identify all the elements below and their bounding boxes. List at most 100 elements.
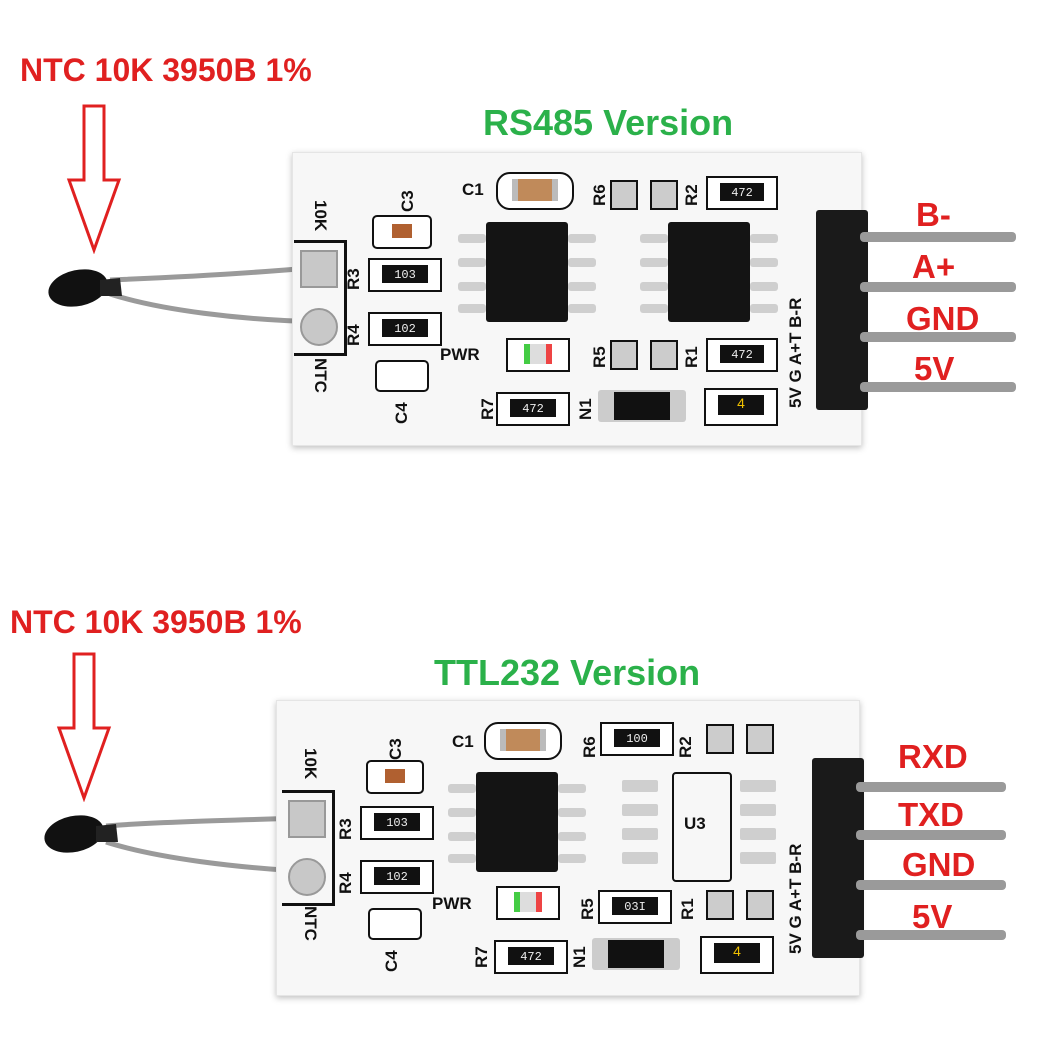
top-r1: 472 [706, 338, 778, 372]
top-pin-label-3: GND [906, 300, 980, 337]
bottom-silk-ntc: NTC [301, 906, 320, 941]
bottom-r5-code: 03I [624, 900, 646, 914]
bottom-r4: 102 [360, 860, 434, 894]
top-r3-code: 103 [394, 268, 416, 282]
top-silk-n1: N1 [576, 398, 595, 420]
top-silk-c3: C3 [398, 190, 417, 212]
bottom-r5: 03I [598, 890, 672, 924]
top-silk-r5: R5 [590, 346, 609, 368]
bottom-silk-c3: C3 [386, 738, 405, 760]
bottom-ntc-pad-2 [288, 858, 326, 896]
top-n1 [598, 390, 686, 422]
top-silk-c4: C4 [392, 402, 411, 424]
bottom-n2: 4 [700, 936, 774, 974]
bottom-silk-n1: N1 [570, 946, 589, 968]
top-pin-label-4: 5V [914, 350, 955, 387]
bottom-chip-u1-pins [448, 784, 586, 863]
top-r6-pad [610, 180, 638, 210]
top-sensor-label: NTC 10K 3950B 1% [20, 52, 312, 88]
bottom-pin-header [812, 758, 864, 958]
top-r2: 472 [706, 176, 778, 210]
bottom-r3-code: 103 [386, 816, 408, 830]
top-silk-header: 5V G A+T B-R [786, 297, 805, 408]
bottom-ntc-outline [282, 790, 335, 906]
top-ntc-outline [294, 240, 347, 356]
bottom-pin-label-1: RXD [898, 738, 968, 775]
bottom-r1-pad [706, 890, 734, 920]
bottom-u3-outline [672, 772, 732, 882]
top-r7-code: 472 [522, 402, 544, 416]
top-chip-u2-pins [640, 234, 778, 313]
bottom-r7-code: 472 [520, 950, 542, 964]
top-r3: 103 [368, 258, 442, 292]
top-c4 [375, 360, 429, 392]
top-r6-pad-2 [650, 180, 678, 210]
top-silk-r3: R3 [344, 268, 363, 290]
bottom-silk-c4: C4 [382, 950, 401, 972]
top-chip-u2 [668, 222, 750, 322]
bottom-c4 [368, 908, 422, 940]
top-pin-label-1: B- [916, 196, 951, 233]
bottom-silk-c1: C1 [452, 732, 474, 751]
top-r7: 472 [496, 392, 570, 426]
top-silk-10k: 10K [311, 200, 330, 232]
bottom-silk-r7: R7 [472, 946, 491, 968]
top-r1-code: 472 [731, 348, 753, 362]
bottom-chip-u1 [476, 772, 558, 872]
top-down-arrow-icon [66, 104, 122, 254]
top-r5-pad [610, 340, 638, 370]
top-n2: 4 [704, 388, 778, 426]
bottom-pin-label-3: GND [902, 846, 976, 883]
top-chip-u1 [486, 222, 568, 322]
top-ntc-pad-1 [300, 250, 338, 288]
top-c3 [372, 215, 432, 249]
top-silk-r6: R6 [590, 184, 609, 206]
bottom-r4-code: 102 [386, 870, 408, 884]
bottom-r7: 472 [494, 940, 568, 974]
bottom-u3-pads [622, 780, 776, 864]
top-silk-pwr: PWR [440, 345, 480, 364]
bottom-silk-r2: R2 [676, 736, 695, 758]
bottom-c3 [366, 760, 424, 794]
bottom-c1 [484, 722, 562, 760]
top-silk-r4: R4 [344, 324, 363, 346]
bottom-silk-10k: 10K [301, 748, 320, 780]
top-pwr-led [506, 338, 570, 372]
top-pin-label-2: A+ [912, 248, 956, 285]
bottom-silk-r3: R3 [336, 818, 355, 840]
top-pin-leads [860, 232, 1016, 392]
bottom-ntc-pad-1 [288, 800, 326, 838]
bottom-down-arrow-icon [56, 652, 112, 802]
bottom-sensor-label: NTC 10K 3950B 1% [10, 604, 302, 640]
top-n2-code: 4 [737, 395, 745, 411]
bottom-r2-pad [706, 724, 734, 754]
bottom-title: TTL232 Version [434, 652, 701, 693]
bottom-r2-pad-2 [746, 724, 774, 754]
bottom-pin-label-2: TXD [898, 796, 964, 833]
top-pin-header [816, 210, 868, 410]
bottom-pin-leads [856, 782, 1006, 940]
bottom-r6-code: 100 [626, 732, 648, 746]
top-c1 [496, 172, 574, 210]
bottom-n2-code: 4 [733, 943, 741, 959]
top-r2-code: 472 [731, 186, 753, 200]
bottom-silk-r4: R4 [336, 872, 355, 894]
bottom-silk-u3: U3 [684, 814, 706, 833]
top-r4-code: 102 [394, 322, 416, 336]
top-ntc-pad-2 [300, 308, 338, 346]
bottom-silk-r1: R1 [678, 898, 697, 920]
top-r4: 102 [368, 312, 442, 346]
top-title: RS485 Version [483, 102, 734, 143]
bottom-silk-r6: R6 [580, 736, 599, 758]
bottom-silk-r5: R5 [578, 898, 597, 920]
bottom-n1 [592, 938, 680, 970]
top-silk-r1: R1 [682, 346, 701, 368]
top-silk-r2: R2 [682, 184, 701, 206]
top-chip-u1-pins [458, 234, 596, 313]
bottom-silk-pwr: PWR [432, 894, 472, 913]
bottom-pin-label-4: 5V [912, 898, 953, 935]
bottom-r3: 103 [360, 806, 434, 840]
top-silk-ntc: NTC [311, 358, 330, 393]
top-r5-pad-2 [650, 340, 678, 370]
bottom-r6: 100 [600, 722, 674, 756]
